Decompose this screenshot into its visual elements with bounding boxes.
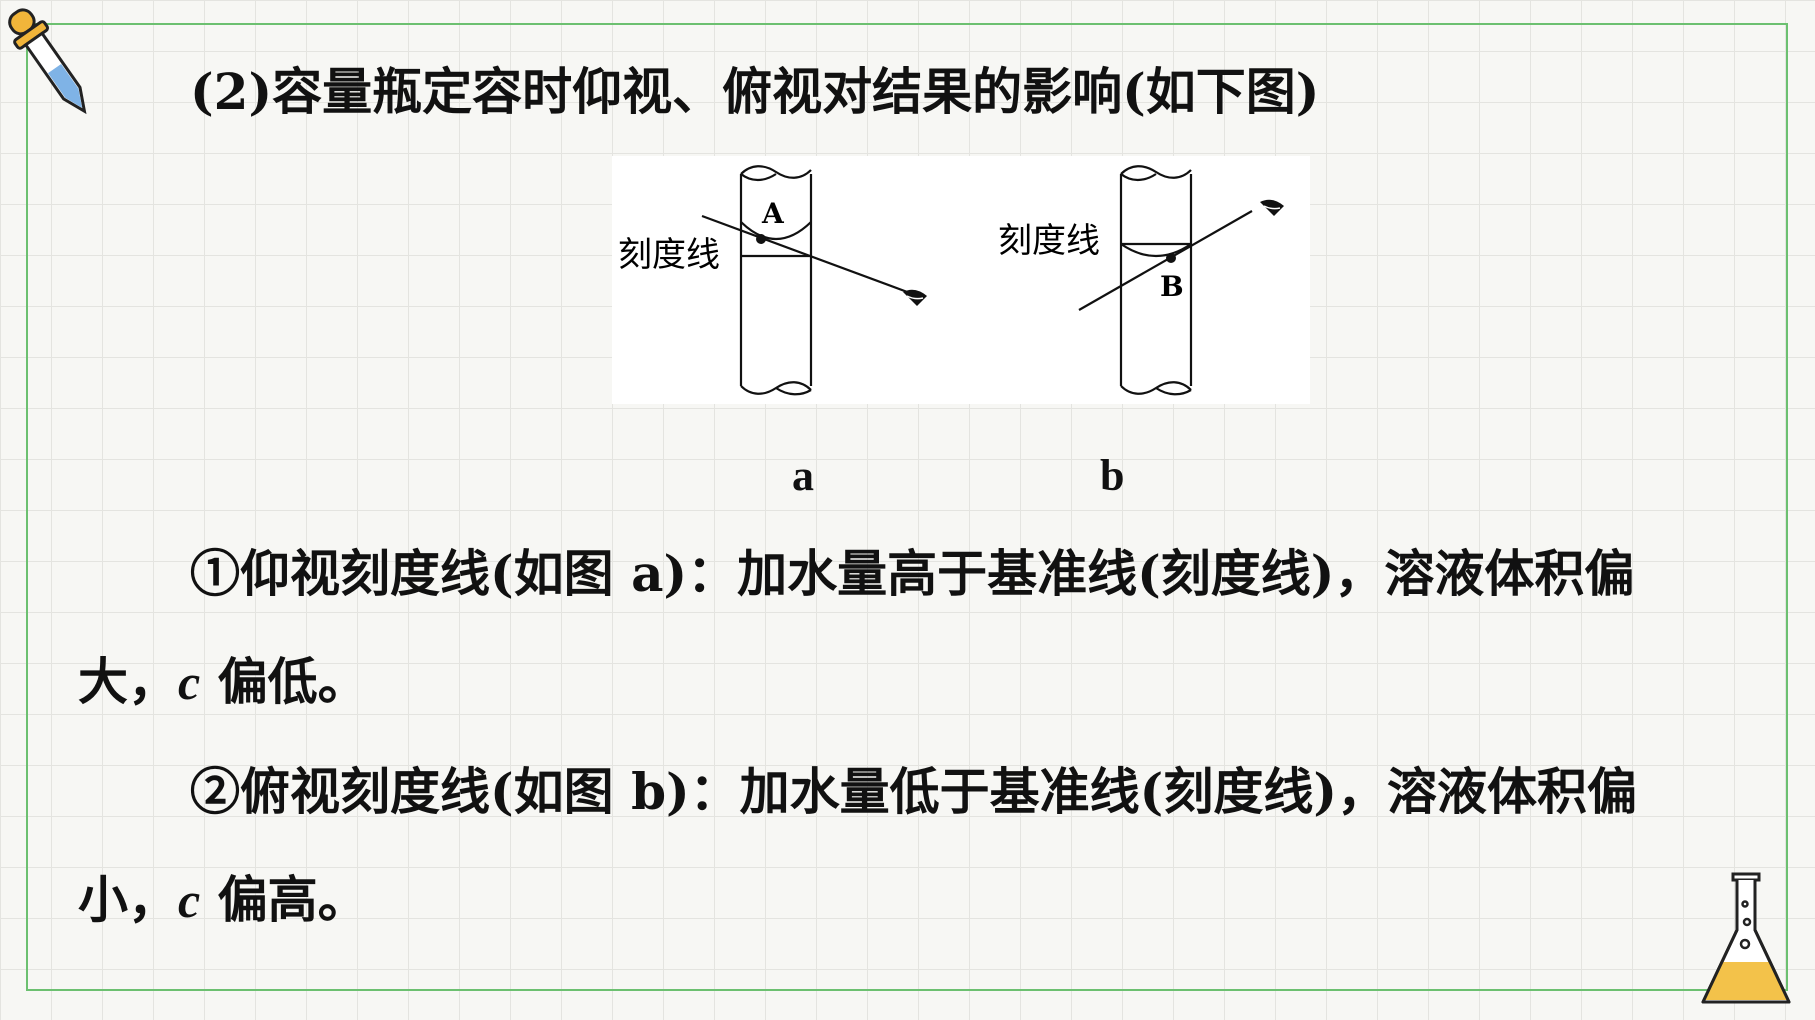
point-a-label: A <box>761 197 785 230</box>
scale-line-label-a: 刻度线 <box>618 235 720 275</box>
scale-line-label-b: 刻度线 <box>998 221 1100 261</box>
flask-icon <box>1701 872 1791 1004</box>
paragraph-1-tail: 偏低。 <box>200 652 368 711</box>
paragraph-1: ①仰视刻度线(如图 a)：加水量高于基准线(刻度线)，溶液体积偏大，c 偏低。 <box>78 520 1730 736</box>
paragraph-2: ②俯视刻度线(如图 b)：加水量低于基准线(刻度线)，溶液体积偏小，c 偏高。 <box>78 738 1730 954</box>
eye-icon <box>1260 199 1284 216</box>
paragraph-1-symbol: c <box>178 654 201 710</box>
point-a-dot <box>756 234 766 244</box>
figure-box: A 刻度线 B 刻度线 <box>612 156 1310 404</box>
point-b-label: B <box>1160 270 1184 303</box>
page-title: (2)容量瓶定容时仰视、俯视对结果的影响(如下图) <box>190 62 1320 121</box>
paragraph-2-symbol: c <box>178 872 201 928</box>
paragraph-2-tail: 偏高。 <box>200 870 368 929</box>
eye-icon <box>903 289 927 306</box>
page-frame <box>26 23 1788 991</box>
dropper-icon <box>8 8 87 115</box>
point-b-dot <box>1166 253 1176 263</box>
paragraph-2-lead: ②俯视刻度线(如图 b)：加水量低于基准线(刻度线)，溶液体积偏小， <box>78 762 1637 929</box>
caption-a: a <box>792 451 814 500</box>
diagram-b <box>1078 165 1253 396</box>
flask-neck-diagram: A 刻度线 B 刻度线 <box>618 165 1284 396</box>
diagram-a <box>701 165 911 396</box>
caption-b: b <box>1100 451 1125 500</box>
paragraph-1-lead: ①仰视刻度线(如图 a)：加水量高于基准线(刻度线)，溶液体积偏大， <box>78 544 1635 711</box>
